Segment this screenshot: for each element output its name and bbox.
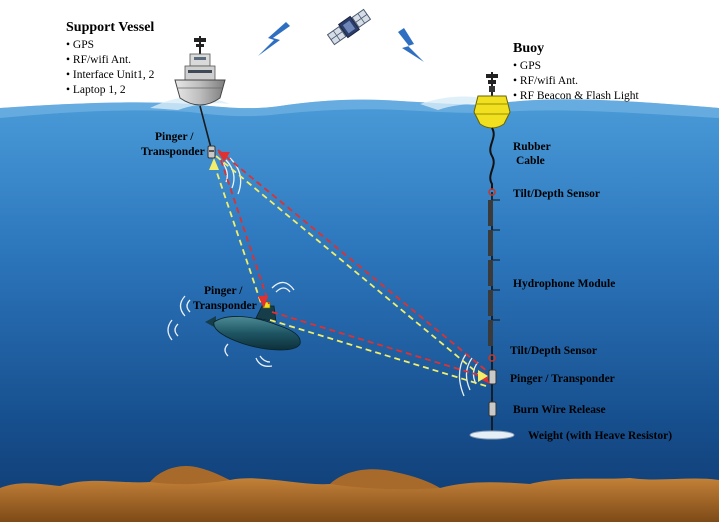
seabed-rock-left (150, 465, 230, 485)
burn-wire-release-icon (488, 401, 497, 417)
burn-wire-label: Burn Wire Release (513, 404, 606, 416)
seabed (0, 475, 719, 522)
vessel-title: Support Vessel (66, 20, 154, 35)
lightning-left-icon (258, 22, 290, 56)
rubber-cable-label-line1: Rubber (513, 141, 551, 153)
vessel-item-1: • GPS (66, 39, 94, 51)
vessel-cable (199, 105, 212, 149)
vessel-item-3: • Interface Unit1, 2 (66, 69, 155, 81)
mooring-pinger-label: Pinger / Transponder (510, 373, 615, 385)
tilt-sensor-top-label: Tilt/Depth Sensor (513, 188, 600, 200)
support-vessel-icon (174, 36, 226, 106)
rubber-cable (489, 127, 495, 190)
buoy-icon (473, 72, 511, 129)
weight-icon (469, 430, 515, 440)
tilt-sensor-bottom-marker (488, 354, 496, 362)
acoustic-paths (213, 149, 489, 387)
submarine-pinger-label-line2: Transponder (193, 300, 257, 312)
tilt-sensor-top-marker (488, 188, 496, 196)
submarine-icon (205, 301, 301, 351)
vessel-pinger-icon (207, 145, 216, 159)
lightning-right-icon (398, 28, 424, 62)
sea-water (0, 99, 719, 522)
vessel-item-2: • RF/wifi Ant. (66, 54, 131, 66)
path-arrowheads (209, 152, 490, 384)
tilt-sensor-bottom-label: Tilt/Depth Sensor (510, 345, 597, 357)
weight-label: Weight (with Heave Resistor) (528, 430, 672, 442)
vessel-pinger-label-line1: Pinger / (155, 131, 194, 143)
rubber-cable-label-line2: Cable (516, 155, 545, 167)
seabed-rock-mid (330, 469, 440, 490)
mooring-pinger-icon (488, 369, 497, 385)
buoy-item-1: • GPS (513, 60, 541, 72)
submarine-waves (167, 281, 295, 367)
hydrophone-module-label: Hydrophone Module (513, 278, 615, 290)
vessel-pinger-label-line2: Transponder (141, 146, 205, 158)
hydrophone-module-segments (488, 199, 500, 346)
satellite-icon (326, 8, 372, 46)
buoy-title: Buoy (513, 41, 544, 56)
submarine-pinger-label-line1: Pinger / (204, 285, 243, 297)
buoy-item-2: • RF/wifi Ant. (513, 75, 578, 87)
buoy-item-3: • RF Beacon & Flash Light (513, 90, 640, 102)
vessel-item-4: • Laptop 1, 2 (66, 84, 126, 96)
